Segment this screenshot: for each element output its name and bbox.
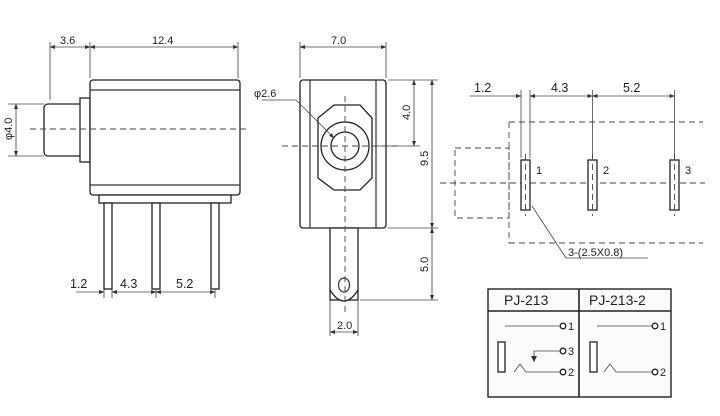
dim-body: 12.4 [152, 35, 173, 47]
schematic-symbol-pj2132: 1 2 [589, 321, 666, 379]
pj213-pin-2: 2 [568, 367, 574, 379]
dim-pin-width: 1.2 [70, 277, 87, 291]
dim-height: 9.5 [419, 151, 431, 166]
pcb-slot-note: 3-(2.5X0.8) [568, 247, 623, 259]
schematic-table: PJ-213 PJ-213-2 1 3 2 1 2 [487, 288, 672, 398]
dim-tab: 5.0 [419, 257, 431, 272]
plug-stub [43, 103, 85, 157]
pin-2 [151, 202, 161, 290]
ground-tab [329, 227, 359, 301]
pad-label-3: 3 [685, 165, 691, 177]
pad-label-2: 2 [603, 165, 609, 177]
pcb-layout: 1 2 3 1.2 4.3 5.2 3-(2.5X0.8) [440, 81, 705, 259]
dim-upper: 4.0 [401, 105, 413, 120]
dim-tab-width: 2.0 [337, 320, 352, 332]
pcb-dim-offset: 1.2 [474, 81, 491, 95]
schematic-model-2: PJ-213-2 [589, 292, 646, 308]
plug-collar [79, 97, 91, 163]
schematic-model-1: PJ-213 [504, 292, 549, 308]
tab-hole [337, 277, 351, 293]
dim-diameter: φ4.0 [3, 118, 15, 140]
pj213-pin-3: 3 [568, 346, 574, 358]
side-view: 3.6 12.4 φ4.0 1.2 4.3 5.2 [3, 35, 250, 298]
dim-pitch-1: 4.3 [120, 277, 137, 291]
pj213-pin-1: 1 [568, 321, 574, 333]
dim-pitch-2: 5.2 [176, 277, 193, 291]
pad-label-1: 1 [536, 165, 542, 177]
pin-1 [103, 202, 113, 290]
pj2132-pin-2: 2 [660, 367, 666, 379]
pcb-dim-pitch-2: 5.2 [623, 81, 640, 95]
dim-flange: 3.6 [60, 35, 75, 47]
schematic-symbol-pj213: 1 3 2 [497, 321, 574, 379]
front-view: 7.0 φ2.6 4.0 9.5 5.0 2.0 [254, 35, 438, 336]
pcb-dim-pitch-1: 4.3 [551, 81, 568, 95]
dim-hole: φ2.6 [254, 88, 276, 100]
pj2132-pin-1: 1 [660, 321, 666, 333]
pin-3 [210, 202, 220, 290]
jack-base [98, 194, 232, 204]
dim-width: 7.0 [331, 35, 346, 47]
jack-body [89, 79, 241, 196]
